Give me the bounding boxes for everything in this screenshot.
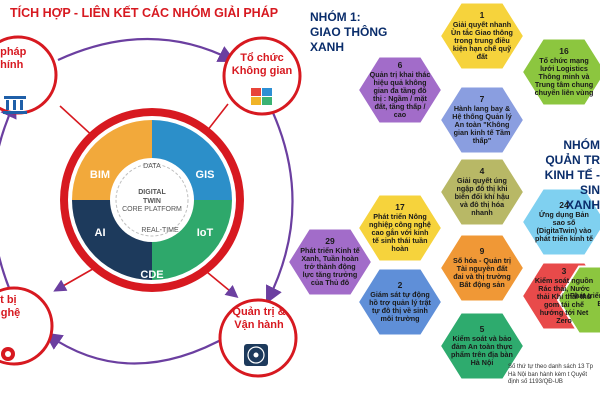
node-label-top-right-text: Tổ chức Không gian	[231, 52, 293, 77]
connector-left	[0, 99, 17, 301]
solution-hexagon	[356, 55, 444, 125]
node-label-bottom-right-text: Quản trị & Vận hành	[232, 306, 286, 331]
group2-heading: NHÓM QUẢN TR KINH TẾ - SIN XANH	[544, 138, 600, 212]
solution-title: Phát triển Đô Thu B	[570, 291, 600, 308]
center-line-2: TWIN	[143, 198, 161, 205]
solution-number: 3	[561, 266, 567, 277]
node-label-bottom-left: ết bị nghệ	[0, 294, 46, 319]
solution-number: 29	[325, 236, 335, 247]
connector-bottom	[44, 332, 231, 365]
node-circle-bottom-left	[0, 286, 54, 366]
node-circle-top-right	[222, 36, 302, 116]
node-label-top-left-text: i pháp chính	[0, 46, 27, 71]
solution-title: Giám sát tự động hồ trợ quản lý trật tự …	[369, 290, 431, 324]
solution-title: Số hóa - Quản trị Tài nguyên đất đai và …	[453, 256, 511, 290]
segment-label-iot: IoT	[197, 227, 214, 239]
platform-ring	[60, 108, 244, 292]
center-line-1: DIGITAL	[138, 189, 166, 196]
solution-title: Quản trị khai thác hiệu quả không gian đ…	[369, 70, 431, 120]
group1-heading: NHÓM 1: GIAO THÔNG XANH	[310, 10, 388, 54]
solution-hexagon	[520, 37, 600, 107]
solution-title: Giải quyết úng ngập đô thị khi biến đổi …	[454, 176, 510, 218]
solution-title: Giải quyết nhanh Ùn tắc Giao thông trong…	[451, 20, 513, 62]
segment-label-gis: GIS	[196, 169, 215, 181]
solution-number: 16	[559, 46, 569, 57]
node-label-top-right: Tổ chức Không gian	[226, 52, 298, 77]
solution-number: 24	[559, 199, 569, 210]
solution-number: 7	[479, 94, 485, 105]
segment-label-ai: AI	[95, 227, 106, 239]
center-line-3: CORE PLATFORM	[122, 206, 182, 213]
network-globe-icon	[244, 344, 268, 366]
solution-number: 4	[479, 166, 485, 177]
solution-hexagon	[438, 157, 526, 227]
solution-number: 1	[479, 10, 485, 21]
solution-hexagon	[556, 265, 600, 335]
solution-number: 5	[479, 323, 485, 334]
segment-label-bim: BIM	[90, 169, 110, 181]
solution-hexagon	[438, 233, 526, 303]
hex-layer	[286, 1, 600, 381]
solution-hexagon	[286, 227, 374, 297]
arc-label-data: DATA	[143, 163, 161, 170]
footnote: Số thứ tự theo danh sách 13 Tp Hà Nội ba…	[508, 364, 593, 385]
node-circle-bottom-right	[218, 298, 298, 378]
page-title: TÍCH HỢP - LIÊN KẾT CÁC NHÓM GIẢI PHÁP	[10, 6, 279, 20]
solution-title: Kiểm soát nguồn Rác thải, Nước thải Khí …	[534, 276, 594, 326]
solution-title: Phát triển Nông nghiệp công nghệ cao gắn…	[369, 212, 431, 254]
solution-hexagon	[438, 85, 526, 155]
arc-label-realtime: REAL-TIME	[141, 227, 179, 234]
blocks-icon	[251, 88, 272, 105]
solution-hexagon	[520, 187, 600, 257]
solution-hexagon	[438, 1, 526, 71]
solution-title: Hành lang bay & Hệ thống Quản lý An toàn…	[452, 104, 512, 146]
node-label-top-left: i pháp chính	[0, 46, 56, 71]
solution-number: 9	[479, 245, 485, 256]
connector-top	[57, 37, 236, 63]
gear-icon	[1, 347, 15, 361]
solution-title: Ứng dụng Bản sao số (DigitaTwin) vào phá…	[535, 210, 593, 244]
solution-number: 6	[397, 60, 403, 71]
connector-right	[265, 97, 294, 304]
cde-label: CDE	[140, 269, 163, 281]
solution-title: Kiểm soát và bảo đảm An toàn thực phẩm t…	[451, 334, 513, 368]
solution-number: 2	[397, 279, 403, 290]
solution-hexagon	[438, 311, 526, 381]
node-label-bottom-right: Quản trị & Vận hành	[220, 306, 298, 331]
solution-title: Phát triển Kinh tế Xanh, Tuần hoàn trở t…	[300, 246, 360, 288]
solution-hexagon	[356, 267, 444, 337]
solution-hexagon	[356, 193, 444, 263]
solution-title: Tổ chức mạng lưới Logistics Thông minh v…	[534, 56, 594, 98]
solution-number: 17	[395, 202, 405, 213]
bank-icon	[3, 96, 27, 114]
solution-hexagon-text: Phát triển Đô Thu B	[569, 266, 600, 334]
node-label-bottom-left-text: ết bị nghệ	[0, 294, 21, 319]
